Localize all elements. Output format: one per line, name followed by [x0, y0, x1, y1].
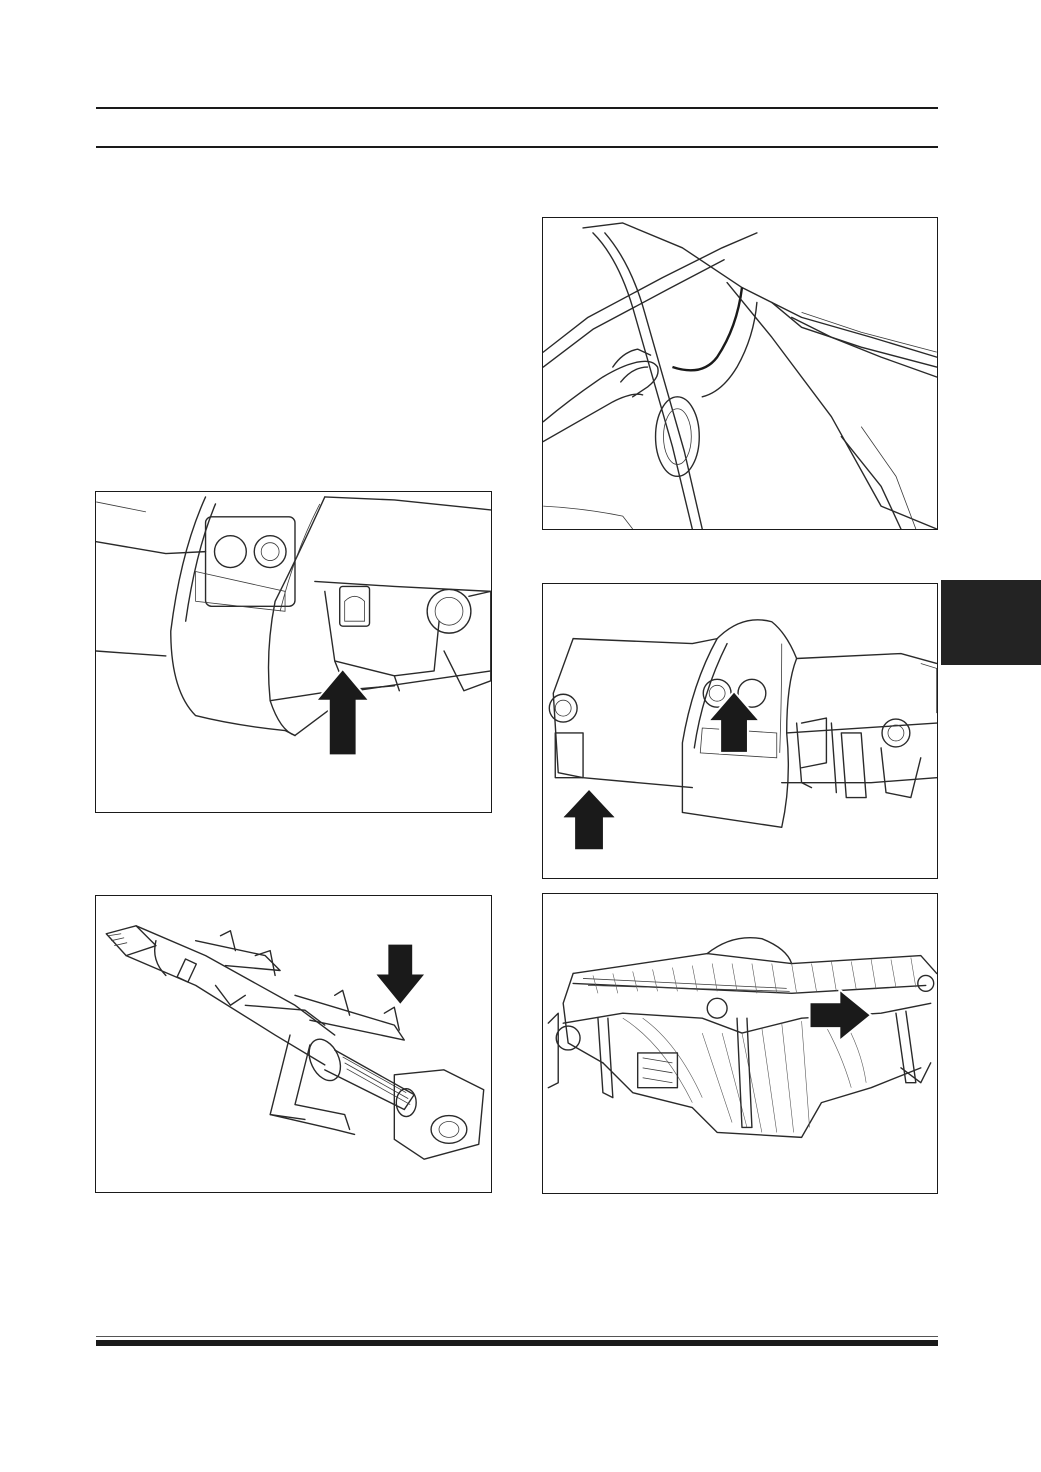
instrument-panel-rear-arrow-right-drawing: [547, 937, 937, 1139]
windshield-pillar-trim-removal-drawing: [543, 222, 937, 529]
section-tab-marker: [941, 580, 1041, 665]
instrument-panel-two-arrows-up-drawing: [548, 619, 937, 852]
figure-steering-column: [95, 895, 492, 1193]
figure-instrument-panel-front: [542, 583, 938, 879]
footer-rule-thin: [96, 1336, 938, 1337]
header-rule-top: [96, 107, 938, 109]
footer-rule-thick: [96, 1340, 938, 1346]
steering-column-arrow-down-drawing: [105, 925, 485, 1160]
header-rule-bottom: [96, 146, 938, 148]
figure-instrument-panel-rear: [542, 893, 938, 1194]
dashboard-center-console-arrow-up-drawing: [96, 496, 491, 757]
figure-center-console: [95, 491, 492, 813]
figure-pillar-trim-removal: [542, 217, 938, 530]
